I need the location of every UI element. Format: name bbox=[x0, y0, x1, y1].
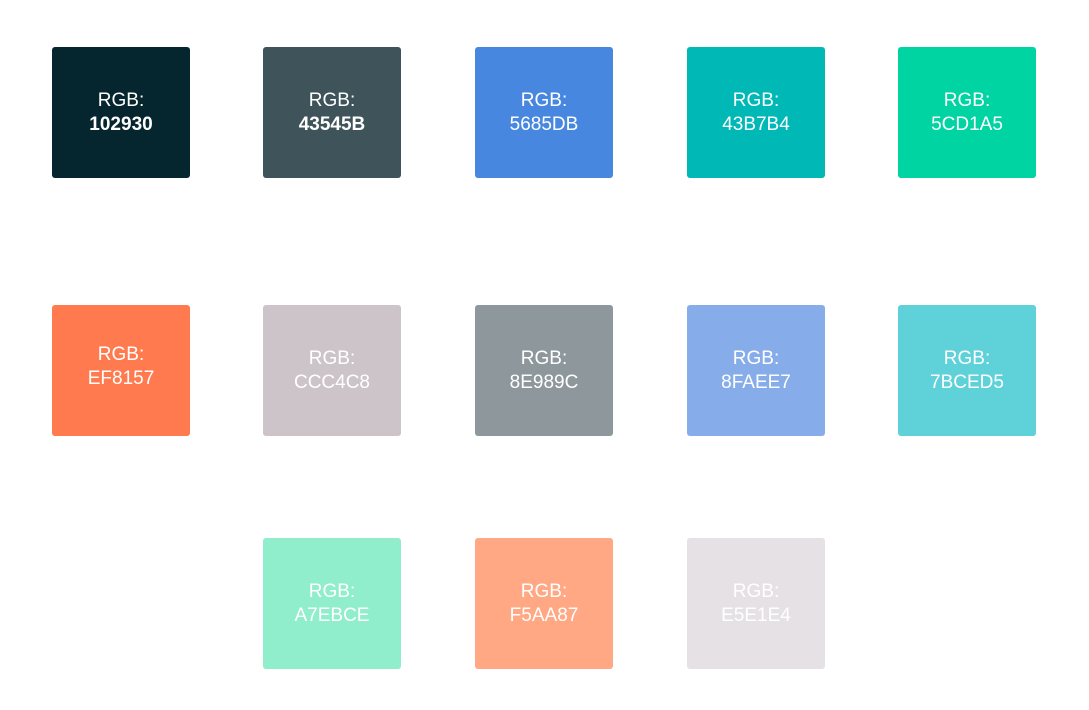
swatch-label: RGB: bbox=[520, 89, 568, 111]
swatch-label: RGB: bbox=[97, 89, 145, 111]
swatch-hex: 43B7B4 bbox=[722, 113, 790, 135]
swatch-label: RGB: bbox=[308, 347, 356, 369]
swatch-label: RGB: bbox=[97, 343, 145, 365]
color-swatch-5685db: RGB: 5685DB bbox=[475, 47, 613, 178]
color-swatch-102930: RGB: 102930 bbox=[52, 47, 190, 178]
swatch-hex: 8E989C bbox=[509, 371, 579, 393]
color-swatch-a7ebce: RGB: A7EBCE bbox=[263, 538, 401, 669]
swatch-hex: 5685DB bbox=[509, 113, 579, 135]
color-swatch-43b7b4: RGB: 43B7B4 bbox=[687, 47, 825, 178]
color-swatch-ccc4c8: RGB: CCC4C8 bbox=[263, 305, 401, 436]
color-swatch-ef8157: RGB: EF8157 bbox=[52, 305, 190, 436]
swatch-label: RGB: bbox=[943, 89, 991, 111]
swatch-hex: CCC4C8 bbox=[293, 371, 371, 393]
swatch-hex: 5CD1A5 bbox=[931, 113, 1003, 135]
color-swatch-5cd1a5: RGB: 5CD1A5 bbox=[898, 47, 1036, 178]
color-swatch-f5aa87: RGB: F5AA87 bbox=[475, 538, 613, 669]
swatch-label: RGB: bbox=[732, 580, 780, 602]
swatch-hex: 43545B bbox=[298, 113, 366, 135]
swatch-hex: EF8157 bbox=[87, 367, 155, 389]
swatch-label: RGB: bbox=[520, 580, 568, 602]
swatch-label: RGB: bbox=[732, 347, 780, 369]
swatch-hex: 102930 bbox=[89, 113, 153, 135]
swatch-hex: 8FAEE7 bbox=[721, 371, 791, 393]
color-swatch-43545b: RGB: 43545B bbox=[263, 47, 401, 178]
swatch-label: RGB: bbox=[943, 347, 991, 369]
swatch-label: RGB: bbox=[308, 89, 356, 111]
swatch-hex: E5E1E4 bbox=[721, 604, 791, 626]
color-swatch-7bced5: RGB: 7BCED5 bbox=[898, 305, 1036, 436]
swatch-hex: 7BCED5 bbox=[930, 371, 1004, 393]
swatch-hex: F5AA87 bbox=[509, 604, 579, 626]
swatch-label: RGB: bbox=[520, 347, 568, 369]
swatch-hex: A7EBCE bbox=[294, 604, 370, 626]
color-swatch-e5e1e4: RGB: E5E1E4 bbox=[687, 538, 825, 669]
color-swatch-8faee7: RGB: 8FAEE7 bbox=[687, 305, 825, 436]
color-swatch-8e989c: RGB: 8E989C bbox=[475, 305, 613, 436]
swatch-label: RGB: bbox=[732, 89, 780, 111]
swatch-label: RGB: bbox=[308, 580, 356, 602]
